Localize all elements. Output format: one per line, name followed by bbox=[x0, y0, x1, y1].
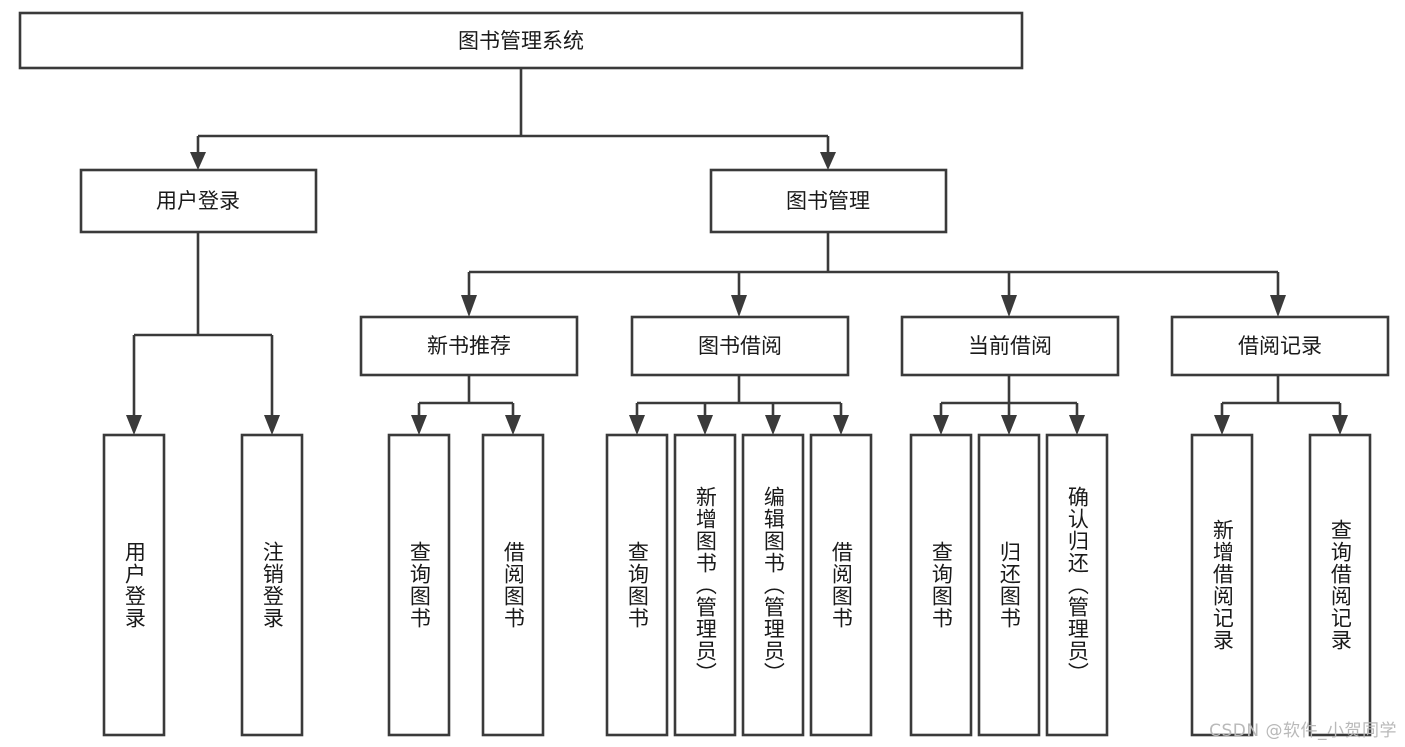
node-box-current-borrow[interactable] bbox=[900, 315, 1120, 377]
connector-group-bookborrow bbox=[629, 375, 849, 435]
node-borrow-record[interactable]: 借阅记录 bbox=[1170, 315, 1390, 377]
node-book-manage[interactable]: 图书管理 bbox=[709, 168, 948, 234]
node-book-borrow[interactable]: 图书借阅 bbox=[630, 315, 850, 377]
node-new-book-recommend[interactable]: 新书推荐 bbox=[359, 315, 579, 377]
node-user-login[interactable]: 用户登录 bbox=[79, 168, 318, 234]
node-label-current-borrow: 当前借阅 bbox=[968, 334, 1052, 358]
connector-group-bookmanage bbox=[461, 232, 1286, 317]
arrowhead-leaf-user-logout bbox=[264, 415, 280, 435]
node-box-leaf-user-logout[interactable] bbox=[240, 433, 304, 737]
node-root[interactable]: 图书管理系统 bbox=[18, 11, 1024, 70]
leaf-boxes bbox=[102, 433, 1372, 737]
node-box-leaf-borrow-book-1[interactable] bbox=[481, 433, 545, 737]
csdn-watermark: CSDN @软件_小贺同学 bbox=[1209, 721, 1397, 741]
node-box-new-book-recommend[interactable] bbox=[359, 315, 579, 377]
node-label-borrow-record: 借阅记录 bbox=[1238, 334, 1322, 358]
node-box-leaf-borrow-book-2[interactable] bbox=[809, 433, 873, 737]
arrowhead-leaf-query-book-3 bbox=[933, 415, 949, 435]
arrowhead-leaf-add-record bbox=[1214, 415, 1230, 435]
node-label-book-manage: 图书管理 bbox=[786, 189, 870, 213]
arrowhead-book-borrow bbox=[731, 295, 747, 317]
connector-group-userlogin bbox=[126, 232, 280, 435]
node-box-leaf-query-book-3[interactable] bbox=[909, 433, 973, 737]
node-label-user-login: 用户登录 bbox=[156, 189, 240, 213]
arrowhead-leaf-confirm-return bbox=[1069, 415, 1085, 435]
arrowhead-leaf-query-record bbox=[1332, 415, 1348, 435]
node-box-user-login[interactable] bbox=[79, 168, 318, 234]
connector-group-newbook bbox=[411, 375, 521, 435]
arrowhead-leaf-edit-book bbox=[765, 415, 781, 435]
node-box-borrow-record[interactable] bbox=[1170, 315, 1390, 377]
arrowhead-bookmanage bbox=[820, 152, 836, 170]
node-box-leaf-user-login[interactable] bbox=[102, 433, 166, 737]
node-box-leaf-add-book[interactable] bbox=[673, 433, 737, 737]
node-box-leaf-add-record[interactable] bbox=[1190, 433, 1254, 737]
connector-group-currentborrow bbox=[933, 375, 1085, 435]
node-box-book-manage[interactable] bbox=[709, 168, 948, 234]
arrowhead-leaf-user-login bbox=[126, 415, 142, 435]
arrowhead-userlogin bbox=[190, 152, 206, 170]
node-box-leaf-query-book-2[interactable] bbox=[605, 433, 669, 737]
node-box-leaf-confirm-return[interactable] bbox=[1045, 433, 1109, 737]
arrowhead-current-borrow bbox=[1001, 295, 1017, 317]
node-box-book-borrow[interactable] bbox=[630, 315, 850, 377]
arrowhead-new-book-recommend bbox=[461, 295, 477, 317]
connector-group-root bbox=[190, 68, 836, 170]
node-label-new-book-recommend: 新书推荐 bbox=[427, 334, 511, 358]
arrowhead-leaf-return-book bbox=[1001, 415, 1017, 435]
arrowhead-leaf-add-book bbox=[697, 415, 713, 435]
node-label-book-borrow: 图书借阅 bbox=[698, 334, 782, 358]
node-box-leaf-query-record[interactable] bbox=[1308, 433, 1372, 737]
arrowhead-borrow-record bbox=[1270, 295, 1286, 317]
arrowhead-leaf-query-book-1 bbox=[411, 415, 427, 435]
node-box-root[interactable] bbox=[18, 11, 1024, 70]
arrowhead-leaf-borrow-book-2 bbox=[833, 415, 849, 435]
connector-group-borrowrecord bbox=[1214, 375, 1348, 435]
node-label-root: 图书管理系统 bbox=[458, 29, 584, 53]
node-box-leaf-return-book[interactable] bbox=[977, 433, 1041, 737]
arrowhead-leaf-borrow-book-1 bbox=[505, 415, 521, 435]
node-box-leaf-edit-book[interactable] bbox=[741, 433, 805, 737]
node-current-borrow[interactable]: 当前借阅 bbox=[900, 315, 1120, 377]
arrowhead-leaf-query-book-2 bbox=[629, 415, 645, 435]
node-box-leaf-query-book-1[interactable] bbox=[387, 433, 451, 737]
